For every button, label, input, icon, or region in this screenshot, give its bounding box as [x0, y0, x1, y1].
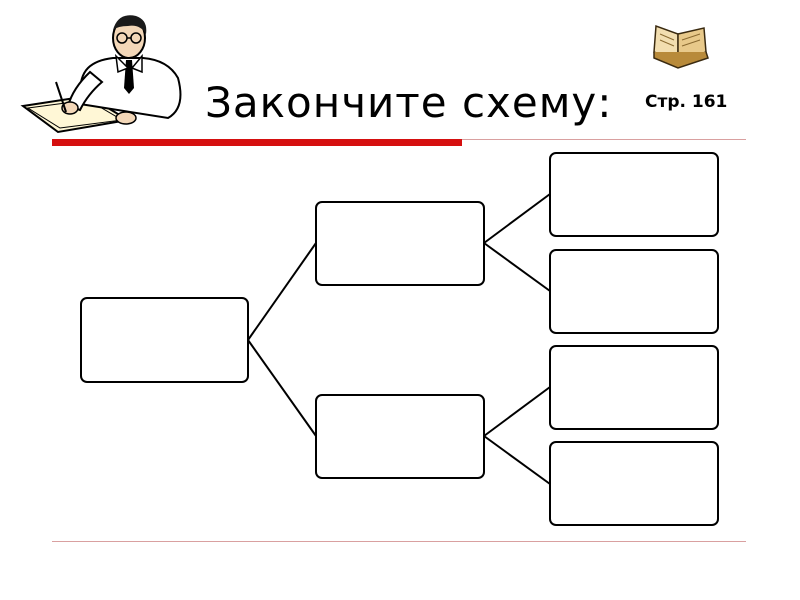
open-book-icon: [653, 24, 709, 69]
connector-top-lower: [483, 242, 551, 292]
page-reference: Стр. 161: [645, 92, 728, 112]
connector-root-bottom: [247, 339, 317, 437]
scientist-writing-icon: [20, 15, 182, 134]
diagram-root-box[interactable]: [80, 297, 249, 383]
header-accent-bar: [52, 139, 462, 146]
diagram-level1-box-1[interactable]: [315, 201, 485, 286]
connector-root-top: [247, 242, 317, 341]
footer-divider: [52, 541, 746, 542]
page-title: Закончите схему:: [205, 78, 613, 127]
connector-bottom-upper: [483, 386, 551, 437]
connector-bottom-lower: [483, 435, 551, 485]
diagram-level2-box-1[interactable]: [549, 152, 719, 237]
connector-top-upper: [483, 193, 551, 244]
diagram-level1-box-2[interactable]: [315, 394, 485, 479]
diagram-level2-box-3[interactable]: [549, 345, 719, 430]
diagram-level2-box-2[interactable]: [549, 249, 719, 334]
diagram-level2-box-4[interactable]: [549, 441, 719, 526]
